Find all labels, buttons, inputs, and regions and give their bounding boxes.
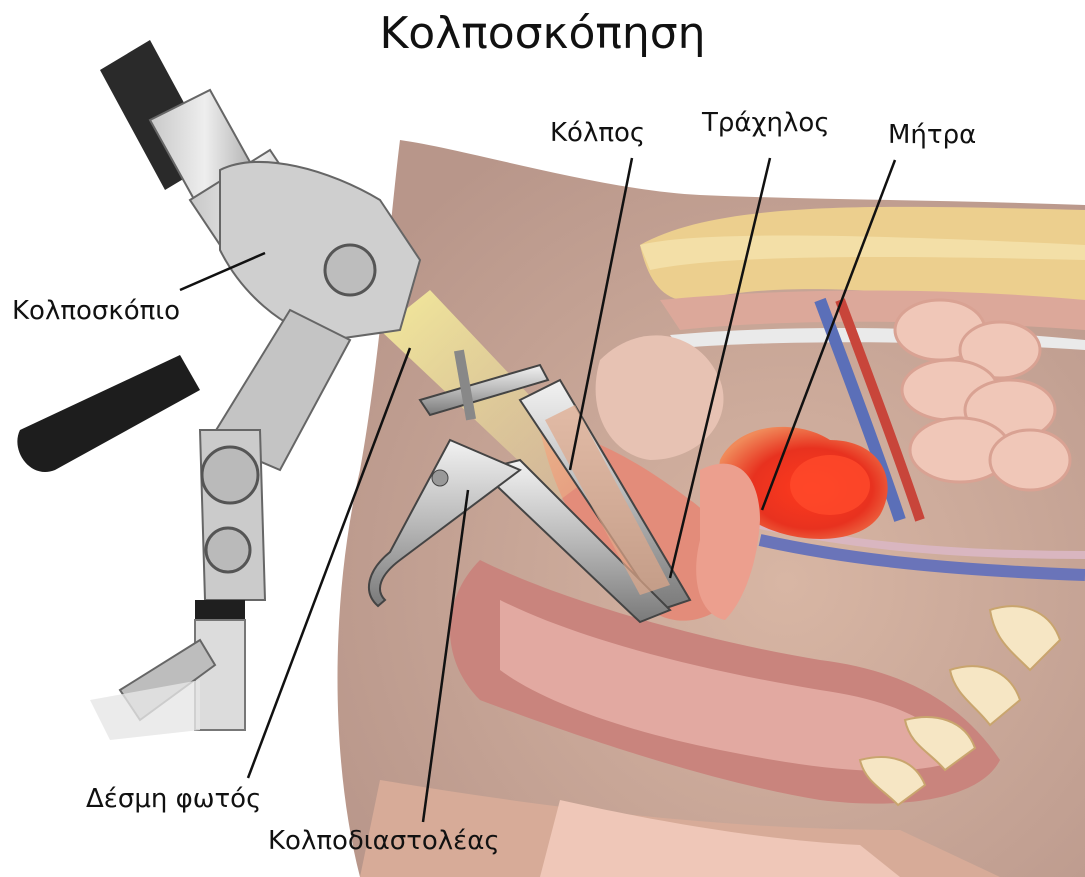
label-light-beam: Δέσμη φωτός xyxy=(86,784,261,814)
label-uterus: Μήτρα xyxy=(888,120,976,150)
page-title: Κολποσκόπηση xyxy=(0,8,1085,59)
label-speculum: Κολποδιαστολέας xyxy=(268,826,500,856)
label-vagina: Κόλπος xyxy=(550,118,645,148)
label-cervix: Τράχηλος xyxy=(702,108,830,138)
label-colposcope: Κολποσκόπιο xyxy=(12,296,180,326)
